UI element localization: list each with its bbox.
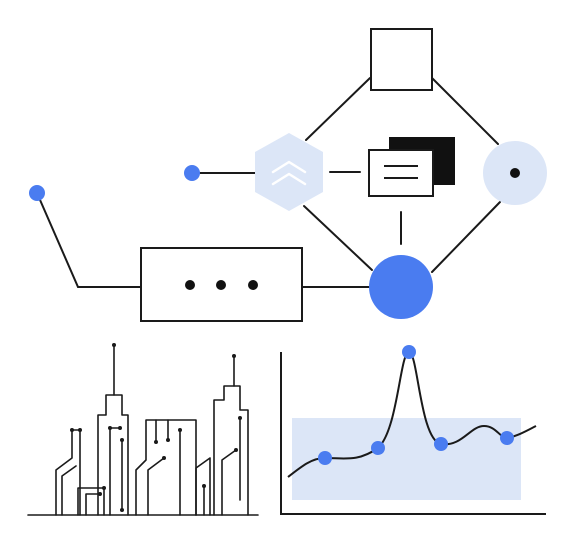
graph-point (318, 451, 332, 465)
blue-circle-node (369, 255, 433, 319)
square-node (370, 28, 433, 91)
endpoint-dot-left (29, 185, 45, 201)
city-skyline (27, 344, 259, 516)
network-diagram (36, 77, 501, 288)
graph-point (371, 441, 385, 455)
hexagon-node (255, 133, 323, 211)
skyline-nodes (70, 343, 242, 512)
line-graph (280, 345, 546, 515)
graph-point (402, 345, 416, 359)
connector-dot-to-box (36, 192, 143, 288)
connector-square-to-circle (431, 77, 499, 145)
connector-circle-to-bluecircle (431, 201, 501, 273)
connector-square-to-hexagon (305, 77, 371, 141)
double-chevron-up-icon (255, 133, 323, 211)
graph-point (500, 431, 514, 445)
ellipsis-icon (140, 247, 303, 322)
endpoint-dot-middle (184, 165, 200, 181)
target-dot-icon (483, 141, 547, 205)
connector-hexagon-to-bluecircle (303, 205, 373, 271)
graph-axes (280, 352, 546, 515)
stacked-windows-icon (368, 137, 455, 197)
window-front (368, 149, 434, 197)
graph-point (434, 437, 448, 451)
